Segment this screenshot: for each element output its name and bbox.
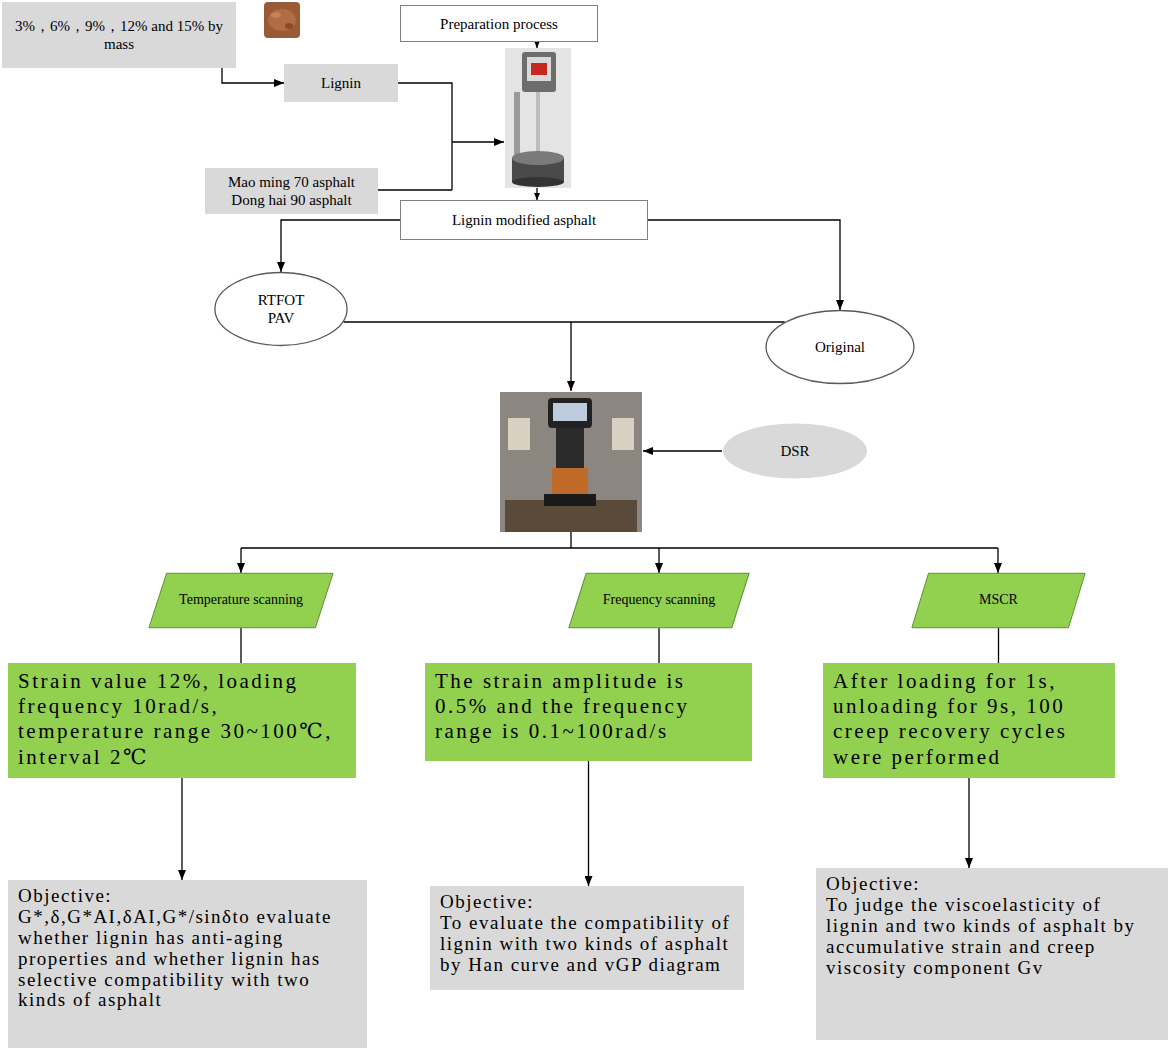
node-text: G*,δ,G*AI,δAI,G*/sinδto evaluate whether… xyxy=(18,907,357,1011)
node-text: DSR xyxy=(780,442,809,460)
feed-line xyxy=(378,189,452,190)
node-text: Lignin xyxy=(321,74,361,92)
branch-arrow xyxy=(240,548,241,573)
ratio-box: 3%，6%，9%，12% and 15% by mass xyxy=(2,2,236,68)
parallelogram-shape xyxy=(569,573,749,627)
flow-connector xyxy=(281,220,400,272)
branch-arrow xyxy=(997,548,998,573)
node-text: 3%，6%，9%，12% and 15% by mass xyxy=(10,17,228,53)
process-title: Preparation process xyxy=(400,5,598,42)
parallelogram-shape xyxy=(912,573,1085,627)
material-box: Lignin xyxy=(284,64,398,102)
node-text: RTFOT xyxy=(258,291,305,309)
dsr-photo xyxy=(500,392,642,532)
test-parallelogram: Frequency scanning xyxy=(568,573,750,628)
flow-connector xyxy=(588,761,589,886)
feed-arrow xyxy=(536,42,537,48)
condition-box: After loading for 1s, unloading for 9s, … xyxy=(823,663,1115,778)
node-text: To judge the viscoelasticity of lignin a… xyxy=(826,895,1158,979)
flow-connector xyxy=(998,628,999,663)
node-text: Dong hai 90 asphalt xyxy=(231,191,351,209)
asphalt-box: Mao ming 70 asphaltDong hai 90 asphalt xyxy=(205,168,378,214)
flow-connector xyxy=(181,778,182,880)
mixer-photo xyxy=(505,48,571,188)
branch-line xyxy=(241,532,998,548)
ellipse-shape xyxy=(766,311,914,384)
node-text: The strain amplitude is 0.5% and the fre… xyxy=(435,669,742,745)
feed-arrow xyxy=(452,141,504,142)
ellipse-shape xyxy=(215,273,347,346)
objective-heading: Objective: xyxy=(18,886,357,907)
flow-connector xyxy=(344,321,785,322)
test-parallelogram: MSCR xyxy=(911,573,1086,628)
flow-connector xyxy=(240,628,241,663)
parallelogram-shape xyxy=(149,573,333,627)
flow-connector xyxy=(222,68,284,83)
objective-box: Objective:To judge the viscoelasticity o… xyxy=(816,868,1168,1040)
feed-line xyxy=(398,83,452,190)
node-text: After loading for 1s, unloading for 9s, … xyxy=(833,669,1105,770)
objective-box: Objective:To evaluate the compatibility … xyxy=(430,886,744,990)
objective-heading: Objective: xyxy=(440,892,734,913)
state-ellipse: Original xyxy=(765,310,915,384)
node-text: Lignin modified asphalt xyxy=(452,211,596,229)
ellipse-outline xyxy=(214,272,348,346)
objective-box: Objective:G*,δ,G*AI,δAI,G*/sinδto evalua… xyxy=(8,880,367,1048)
node-text: Frequency scanning xyxy=(603,592,715,609)
lignin-photo xyxy=(264,2,300,38)
node-text: MSCR xyxy=(979,592,1018,609)
branch-arrow xyxy=(658,548,659,573)
label-arrow xyxy=(643,450,722,451)
node-text: To evaluate the compatibility of lignin … xyxy=(440,913,734,976)
instrument-label: DSR xyxy=(722,423,868,479)
aging-ellipse: RTFOTPAV xyxy=(214,272,348,346)
node-text: Preparation process xyxy=(440,15,558,33)
flow-connector xyxy=(968,778,969,868)
node-text: PAV xyxy=(268,309,295,327)
node-text: Mao ming 70 asphalt xyxy=(228,173,355,191)
node-text: Original xyxy=(815,338,865,356)
objective-heading: Objective: xyxy=(826,874,1158,895)
test-parallelogram: Temperature scanning xyxy=(148,573,334,628)
node-text: Temperature scanning xyxy=(179,592,303,609)
product-box: Lignin modified asphalt xyxy=(400,200,648,240)
node-text: Strain value 12%, loading frequency 10ra… xyxy=(18,669,346,770)
sample-arrow xyxy=(570,322,571,391)
condition-box: The strain amplitude is 0.5% and the fre… xyxy=(425,663,752,761)
flow-lines xyxy=(241,42,998,573)
flow-connector xyxy=(658,628,659,663)
output-arrow xyxy=(536,188,537,200)
ellipse-shape xyxy=(723,423,867,478)
flow-connector xyxy=(648,220,840,310)
condition-box: Strain value 12%, loading frequency 10ra… xyxy=(8,663,356,778)
